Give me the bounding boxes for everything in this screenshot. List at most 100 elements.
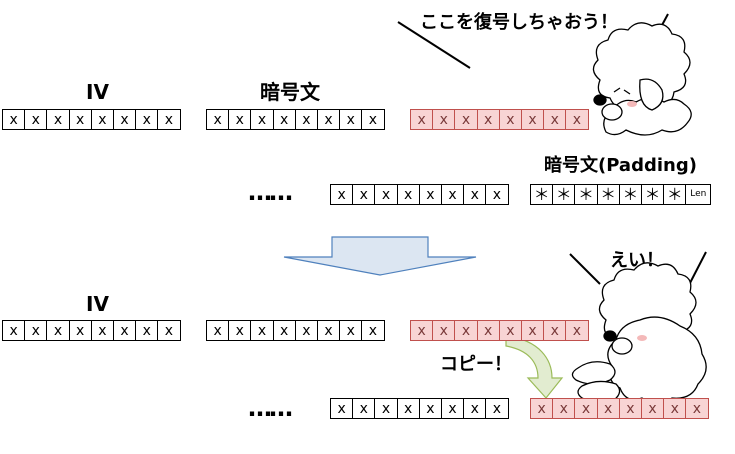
block-cell: x <box>396 398 420 419</box>
padding-cell: ＊ <box>640 184 665 205</box>
ellipsis-top: …… <box>248 178 293 206</box>
block-cell: x <box>46 109 70 130</box>
block-cell: x <box>68 320 92 341</box>
block-cell: x <box>476 320 500 341</box>
block-cell: x <box>250 109 274 130</box>
poodle-bottom-icon <box>571 262 707 404</box>
block-cell: x <box>552 398 576 419</box>
speech-ei: えい！ <box>610 250 664 271</box>
padding-cell: ＊ <box>552 184 576 205</box>
block-cell: x <box>228 320 252 341</box>
block-cell: x <box>339 109 363 130</box>
block-cell: x <box>396 184 420 205</box>
block-cell: x <box>454 320 478 341</box>
block-cell: x <box>157 320 181 341</box>
block-cell: x <box>432 320 456 341</box>
block-cell: x <box>440 398 465 419</box>
block-cell: x <box>520 320 545 341</box>
block-cell: x <box>90 320 114 341</box>
length-cell: Len <box>685 184 712 205</box>
block-cell: x <box>330 398 354 419</box>
block-cell: x <box>339 320 363 341</box>
block-cell: x <box>228 109 252 130</box>
block-cell: x <box>418 398 442 419</box>
block-cell: x <box>498 109 522 130</box>
speech-line-left-2 <box>569 253 601 285</box>
block-cell: x <box>2 109 26 130</box>
block-cell: x <box>294 109 318 130</box>
block-cell: x <box>112 109 137 130</box>
block-cell: x <box>330 184 354 205</box>
copy-arrow-icon <box>505 335 564 399</box>
block-cell: x <box>432 109 456 130</box>
poodle-top-icon <box>592 22 692 136</box>
block-cell: x <box>454 109 478 130</box>
block-cell: x <box>574 398 598 419</box>
block-cell: x <box>135 320 159 341</box>
iv-label-bottom: IV <box>86 292 109 316</box>
block-cell: x <box>543 320 567 341</box>
ellipsis-bottom: …… <box>248 394 293 422</box>
block-cell: x <box>498 320 522 341</box>
block-cell: x <box>24 320 48 341</box>
down-arrow-icon <box>283 236 477 276</box>
block-cell: x <box>135 109 159 130</box>
speech-copy: コピー！ <box>440 354 512 375</box>
block-cell: x <box>410 109 434 130</box>
block-cell: x <box>68 109 92 130</box>
block-cell: x <box>596 398 620 419</box>
block-cell: x <box>361 320 385 341</box>
block-cell: x <box>476 109 500 130</box>
block-cell: x <box>640 398 665 419</box>
block-cell: x <box>206 109 230 130</box>
padding-label: 暗号文(Padding) <box>544 155 697 176</box>
padding-block: ＊＊＊＊＊＊＊Len <box>530 184 712 205</box>
block-cell: x <box>418 184 442 205</box>
block-cell: x <box>543 109 567 130</box>
block-cell: x <box>618 398 642 419</box>
block-cell: x <box>663 398 687 419</box>
padding-cell: ＊ <box>618 184 642 205</box>
block-cell: x <box>352 398 376 419</box>
padding-cell: ＊ <box>663 184 687 205</box>
speech-decrypt: ここを復号しちゃおう！ <box>420 12 618 33</box>
block-cell: x <box>410 320 434 341</box>
block-cell: x <box>352 184 376 205</box>
block-cell: x <box>24 109 48 130</box>
block-cell: x <box>294 320 318 341</box>
block-cell: x <box>485 184 509 205</box>
block-cell: x <box>685 398 709 419</box>
block-cell: x <box>206 320 230 341</box>
speech-line-left <box>397 21 471 69</box>
block-cell: x <box>463 184 487 205</box>
block-cell: x <box>250 320 274 341</box>
padding-cell: ＊ <box>574 184 598 205</box>
block-cell: x <box>157 109 181 130</box>
block-cell: x <box>374 184 398 205</box>
padding-cell: ＊ <box>596 184 620 205</box>
block-cell: x <box>112 320 137 341</box>
block-cell: x <box>374 398 398 419</box>
block-cell: x <box>46 320 70 341</box>
block-cell: x <box>565 109 589 130</box>
block-cell: x <box>440 184 465 205</box>
block-cell: x <box>485 398 509 419</box>
block-cell: x <box>316 320 341 341</box>
block-cell: x <box>90 109 114 130</box>
block-cell: x <box>361 109 385 130</box>
block-cell: x <box>520 109 545 130</box>
block-cell: x <box>316 109 341 130</box>
block-cell: x <box>2 320 26 341</box>
block-cell: x <box>272 109 296 130</box>
block-cell: x <box>565 320 589 341</box>
iv-label-top: IV <box>86 80 109 104</box>
